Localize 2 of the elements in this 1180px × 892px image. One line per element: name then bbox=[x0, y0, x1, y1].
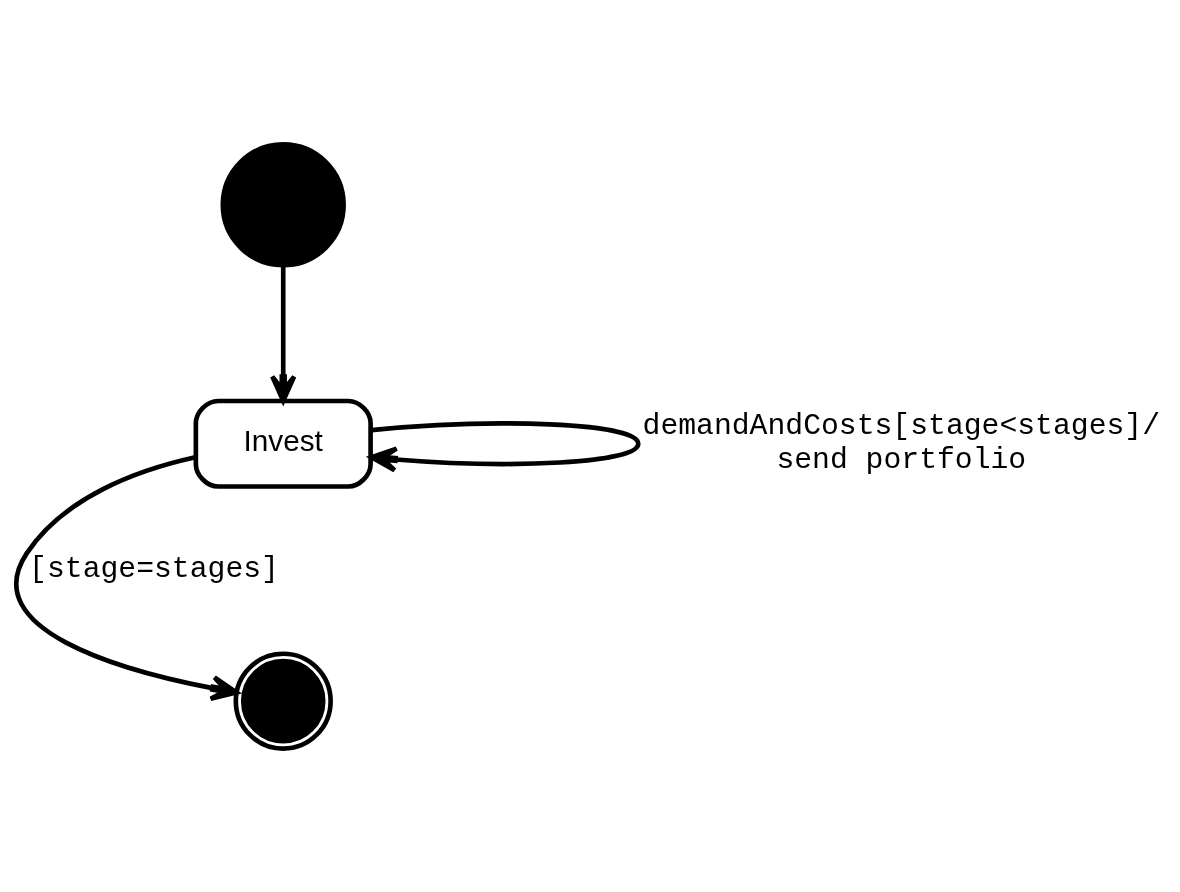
edge-label: [stage=stages] bbox=[29, 551, 279, 586]
edge-label: demandAndCosts[stage<stages]/ send portfolio bbox=[642, 408, 1161, 477]
